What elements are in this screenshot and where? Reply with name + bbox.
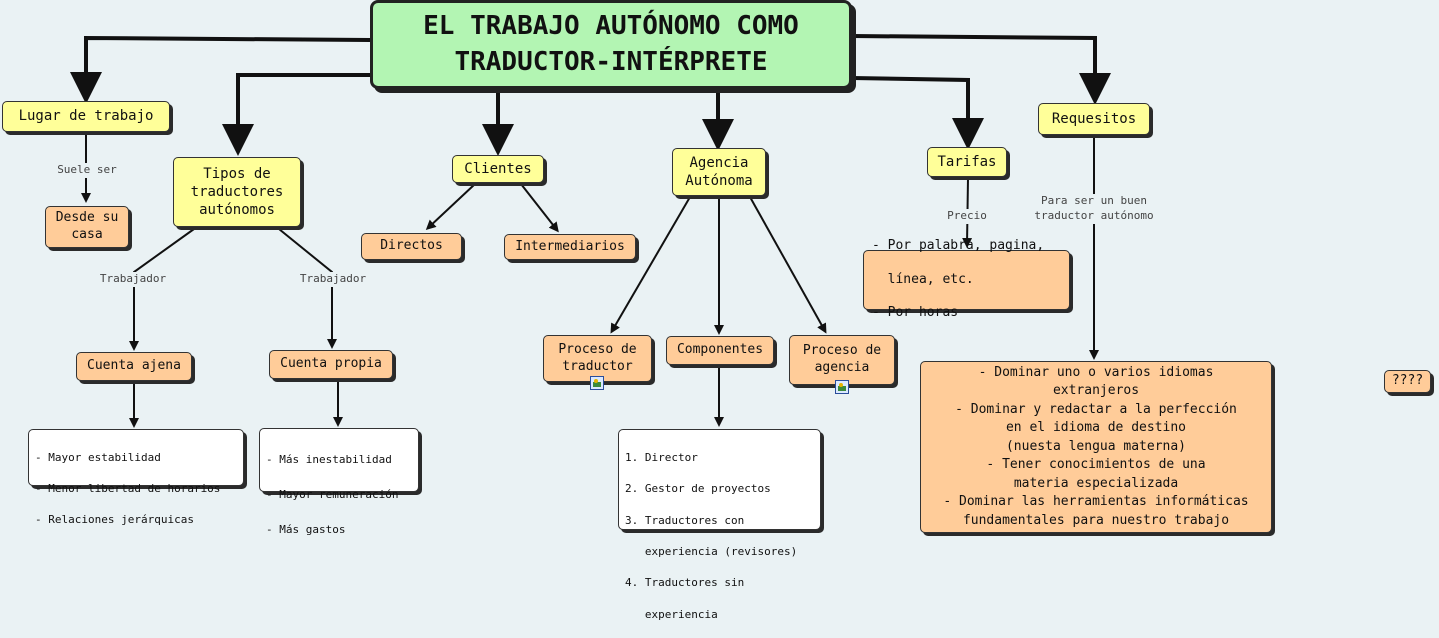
node-proceso-de-traductor[interactable]: Proceso de traductor xyxy=(543,335,652,382)
tarifas-items: - Por palabra, pagina, línea, etc. - Por… xyxy=(872,221,1044,339)
map-title-line2: TRADUCTOR-INTÉRPRETE xyxy=(454,46,768,77)
edge-clientes-intermediarios xyxy=(520,183,559,233)
link-label-trabajador: Trabajador xyxy=(295,272,371,287)
list-item: en el idioma de destino xyxy=(1005,420,1186,436)
list-item: fundamentales para nuestro trabajo xyxy=(962,512,1230,528)
node-agencia-autonoma[interactable]: Agencia Autónoma xyxy=(672,148,766,196)
node-requesitos-list: - Dominar uno o varios idiomas extranjer… xyxy=(920,361,1272,533)
list-item: - Dominar uno o varios idiomas xyxy=(978,364,1214,380)
image-attachment-icon[interactable] xyxy=(835,380,849,394)
node-clientes[interactable]: Clientes xyxy=(452,155,544,183)
link-label-suele-ser: Suele ser xyxy=(52,163,122,178)
list-item: - Dominar las herramientas informáticas xyxy=(943,494,1249,510)
link-label-precio: Precio xyxy=(942,209,992,224)
edge-title-tipos xyxy=(222,73,370,156)
list-item: - Más inestabilidad xyxy=(266,452,392,466)
node-tipos-de-traductores[interactable]: Tipos de traductores autónomos xyxy=(173,157,301,227)
list-item: - Menor libertad de horarios xyxy=(35,481,221,495)
edge-title-tarifas xyxy=(851,76,984,150)
edge-tipos-propia xyxy=(278,228,337,349)
node-unknown[interactable]: ???? xyxy=(1384,370,1431,393)
node-cuenta-propia[interactable]: Cuenta propia xyxy=(269,350,393,379)
node-requesitos[interactable]: Requesitos xyxy=(1038,103,1150,135)
list-item: 4. Traductores sin xyxy=(625,576,745,590)
node-componentes-list: 1. Director 2. Gestor de proyectos 3. Tr… xyxy=(618,429,821,621)
list-item: - Mayor estabilidad xyxy=(35,450,161,464)
list-item: - Más gastos xyxy=(266,522,346,536)
edge-title-lugar xyxy=(70,35,371,104)
list-item: extranjeros xyxy=(1052,383,1140,399)
list-item: - Por horas xyxy=(872,305,959,321)
list-item: (nuesta lengua materna) xyxy=(1005,438,1186,454)
node-cuenta-ajena-list: - Mayor estabilidad - Menor libertad de … xyxy=(28,429,244,526)
edge-agencia-proceso-agencia xyxy=(749,196,827,334)
list-item: línea, etc. xyxy=(872,271,974,287)
componentes-items: 1. Director 2. Gestor de proyectos 3. Tr… xyxy=(625,434,797,638)
node-tarifas-list: - Por palabra, pagina, línea, etc. - Por… xyxy=(863,238,1070,320)
link-label-para-ser: Para ser un buen traductor autónomo xyxy=(1022,194,1166,224)
edge-clientes-directos xyxy=(425,183,476,231)
list-item: materia especializada xyxy=(1013,475,1179,491)
list-item: experiencia xyxy=(625,607,718,621)
list-item: - Mayor remuneración xyxy=(266,487,399,501)
propia-items: - Más inestabilidad - Mayor remuneración… xyxy=(266,433,398,556)
node-intermediarios[interactable]: Intermediarios xyxy=(504,234,636,260)
list-item: - Por palabra, pagina, xyxy=(872,237,1045,253)
ajena-items: - Mayor estabilidad - Menor libertad de … xyxy=(35,434,220,543)
node-componentes[interactable]: Componentes xyxy=(666,336,774,365)
node-desde-su-casa[interactable]: Desde su casa xyxy=(45,206,129,248)
list-item: experiencia (revisores) xyxy=(625,545,798,559)
list-item: - Relaciones jerárquicas xyxy=(35,513,194,527)
edge-agencia-proceso-traductor xyxy=(610,196,691,334)
map-title-line1: EL TRABAJO AUTÓNOMO COMO xyxy=(423,11,799,42)
list-item: 2. Gestor de proyectos xyxy=(625,482,771,496)
node-cuenta-propia-list: - Más inestabilidad - Mayor remuneración… xyxy=(259,428,419,536)
list-item: - Tener conocimientos de una xyxy=(986,457,1206,473)
node-lugar-de-trabajo[interactable]: Lugar de trabajo xyxy=(2,101,170,132)
edge-tipos-ajena xyxy=(129,228,195,351)
edge-title-requesitos xyxy=(851,34,1111,105)
link-label-trabajador: Trabajador xyxy=(95,272,171,287)
node-directos[interactable]: Directos xyxy=(361,233,462,260)
node-tarifas[interactable]: Tarifas xyxy=(927,147,1007,177)
map-title: EL TRABAJO AUTÓNOMO COMO TRADUCTOR-INTÉR… xyxy=(370,0,852,89)
node-cuenta-ajena[interactable]: Cuenta ajena xyxy=(76,352,192,381)
list-item: 1. Director xyxy=(625,450,698,464)
list-item: 3. Traductores con xyxy=(625,513,745,527)
list-item: - Dominar y redactar a la perfección xyxy=(955,401,1237,417)
node-proceso-de-agencia[interactable]: Proceso de agencia xyxy=(789,335,895,385)
image-attachment-icon[interactable] xyxy=(590,376,604,390)
